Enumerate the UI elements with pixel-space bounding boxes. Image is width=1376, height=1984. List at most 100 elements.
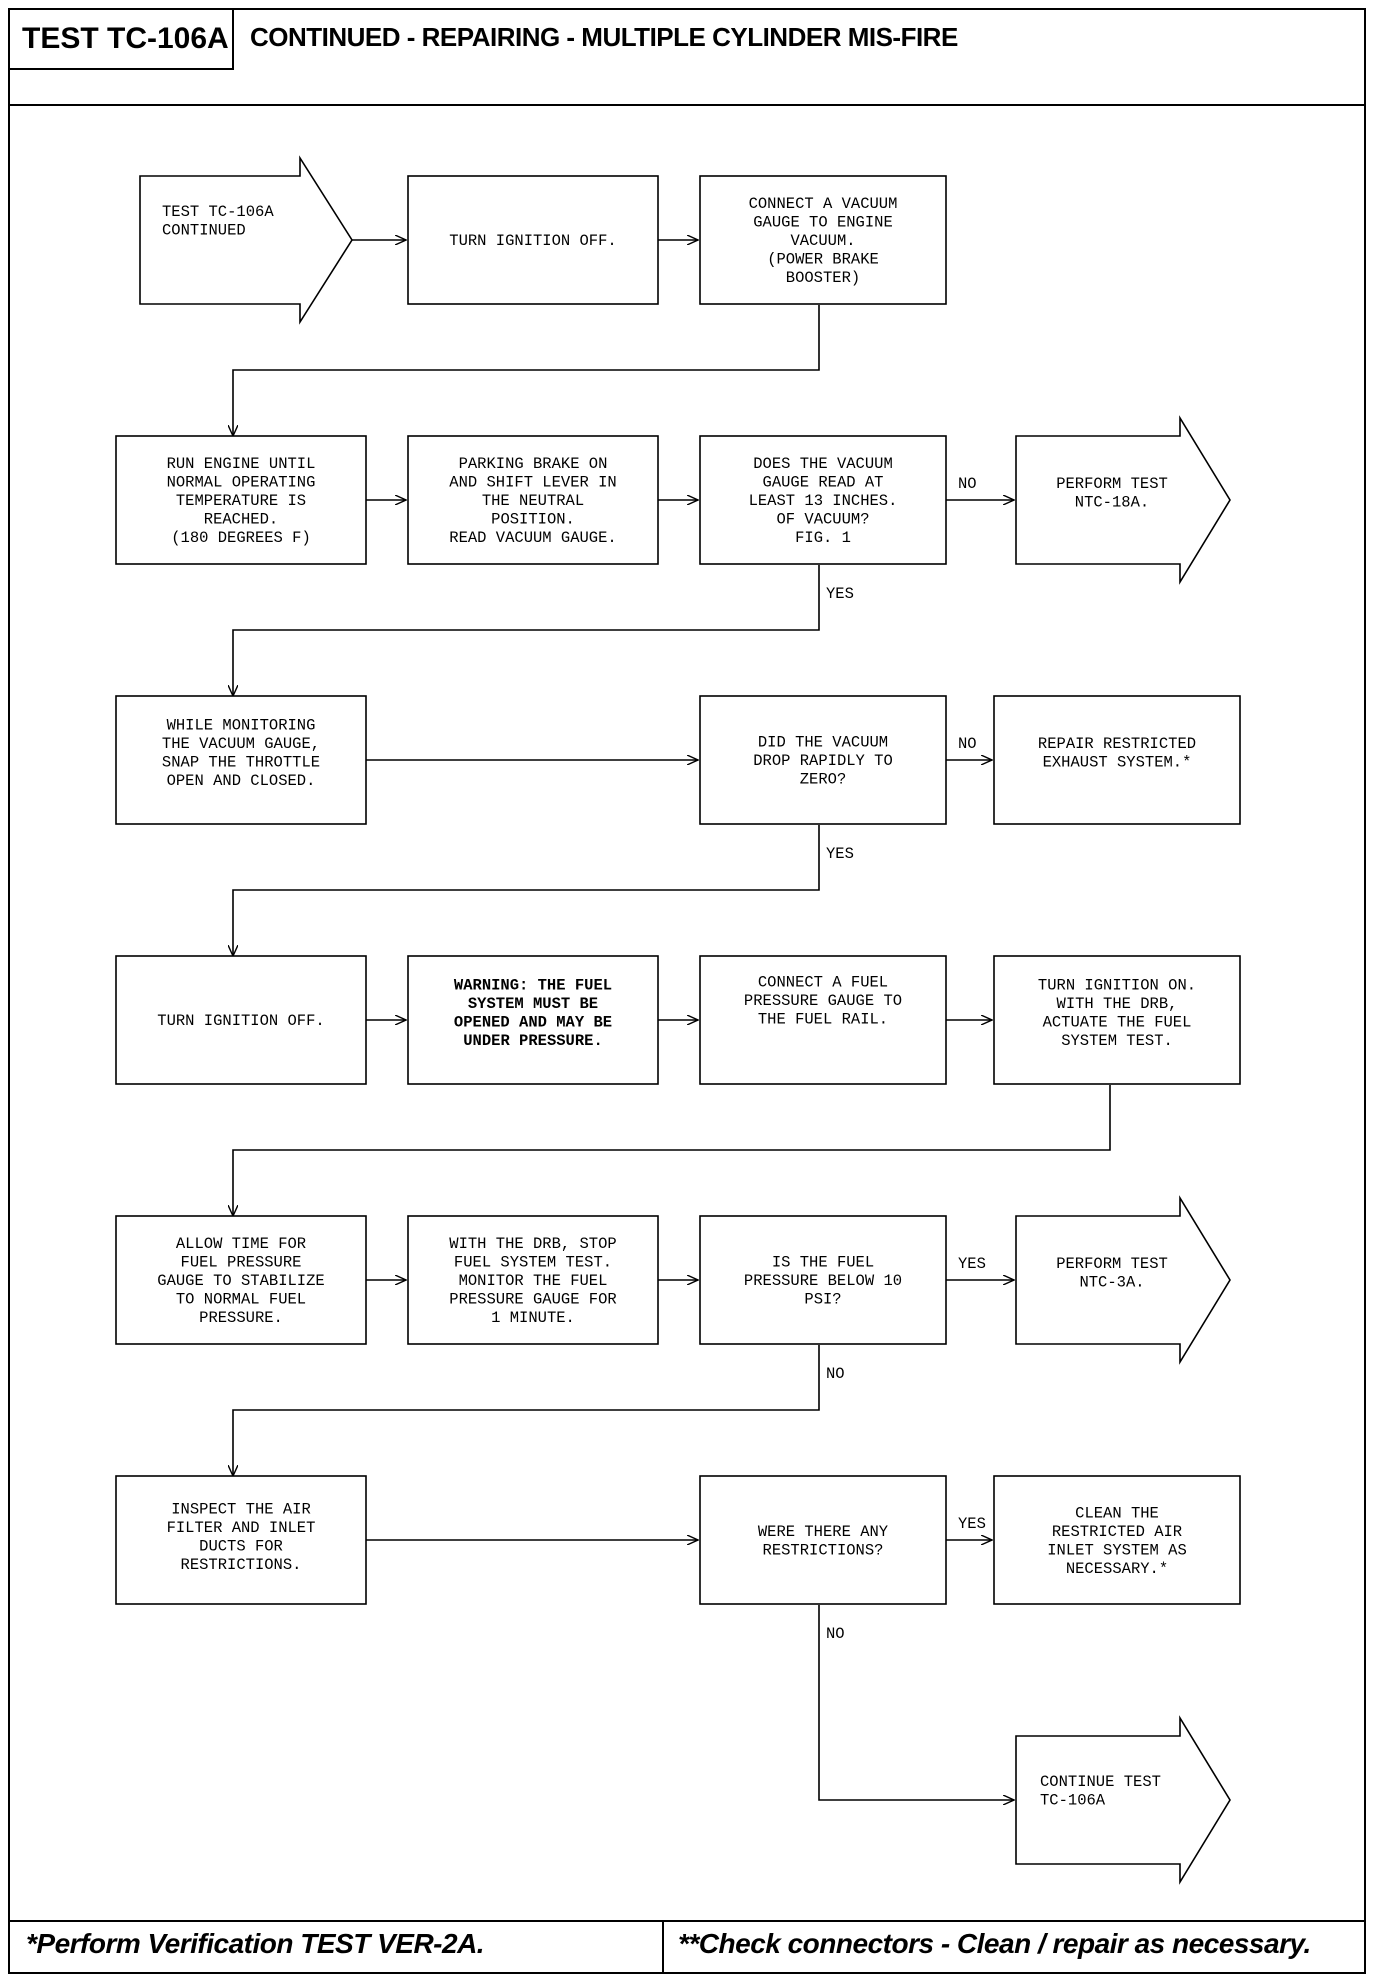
parking-line: POSITION. [491,511,575,529]
restrict-line: WERE THERE ANY [758,1523,889,1541]
ign-on-text: TURN IGNITION ON.WITH THE DRB,ACTUATE TH… [1038,976,1196,1050]
ignoff1-box [407,175,659,305]
label-no-vac13: NO [958,475,977,493]
vac-drop-box [699,695,947,825]
inspect-line: INSPECT THE AIR [171,1500,311,1518]
branch-labels: NO YES NO YES YES NO YES NO [826,475,986,1643]
vac-drop-line: ZERO? [800,771,847,789]
edge-restrict-continue [818,1605,1014,1800]
ignoff2-text: TURN IGNITION OFF. [157,1012,324,1030]
vac-connect-line: GAUGE TO ENGINE [753,214,893,232]
allow-time-line: ALLOW TIME FOR [176,1235,306,1253]
test-id-box: TEST TC-106A [8,8,234,70]
allow-time-line: PRESSURE. [199,1309,283,1327]
ignoff1-text: TURN IGNITION OFF. [449,232,616,250]
stop-test-line: MONITOR THE FUEL [459,1272,608,1290]
run-engine-line: TEMPERATURE IS [176,492,306,510]
label-yes-restrict: YES [958,1515,986,1533]
ign-on-box [993,955,1241,1085]
fuel-gauge-box [699,955,947,1085]
ntc18a-arrow [1015,415,1231,585]
restrict-line: RESTRICTIONS? [763,1541,884,1559]
ntc3a-line: NTC-3A. [1079,1273,1144,1291]
parking-line: READ VACUUM GAUGE. [449,529,616,547]
stop-test-line: WITH THE DRB, STOP [449,1235,616,1253]
restrict-box [699,1475,947,1605]
run-engine-line: (180 DEGREES F) [171,529,311,547]
footer-note-verification: *Perform Verification TEST VER-2A. [26,1928,485,1959]
header-divider [8,104,1366,106]
clean-line: INLET SYSTEM AS [1047,1541,1187,1559]
snap-box [115,695,367,825]
label-no-drop: NO [958,735,977,753]
edge-vac13-snap [233,565,820,696]
run-engine-line: NORMAL OPERATING [167,474,316,492]
vac-13-line: DOES THE VACUUM [753,455,893,473]
page-frame [8,8,1366,1974]
clean-line: NECESSARY.* [1066,1560,1168,1578]
allow-time-line: TO NORMAL FUEL [176,1291,306,1309]
ntc18a-line: NTC-18A. [1075,493,1149,511]
snap-line: SNAP THE THROTTLE [162,753,320,771]
continue-line: TC-106A [1040,1791,1106,1809]
run-engine-line: REACHED. [204,511,278,529]
footer-divider [8,1920,1366,1922]
warning-line: WARNING: THE FUEL [454,976,612,994]
continue-arrow [1015,1715,1231,1885]
edge-ignon-allow [233,1085,1111,1216]
ntc18a-line: PERFORM TEST [1056,475,1168,493]
ignoff2-box [115,955,367,1085]
node-shapes [115,155,1241,1885]
vac-connect-line: CONNECT A VACUUM [749,195,898,213]
connectors [233,240,1111,1800]
vac-13-line: LEAST 13 INCHES. [749,492,898,510]
vac-connect-line: VACUUM. [790,232,855,250]
label-no-restrict: NO [826,1625,845,1643]
page-title: CONTINUED - REPAIRING - MULTIPLE CYLINDE… [250,22,958,52]
warning-line: OPENED AND MAY BE [454,1013,612,1031]
label-yes-vac13: YES [826,585,854,603]
inspect-box [115,1475,367,1605]
stop-test-line: FUEL SYSTEM TEST. [454,1254,612,1272]
start-arrow [139,155,353,325]
ign-off-1-line: TURN IGNITION OFF. [449,232,616,250]
ign-on-line: SYSTEM TEST. [1061,1032,1173,1050]
clean-line: RESTRICTED AIR [1052,1523,1182,1541]
warning-line: UNDER PRESSURE. [463,1032,603,1050]
edge-vac-run [233,305,820,436]
below10-line: PSI? [804,1291,841,1309]
ign-on-line: WITH THE DRB, [1057,995,1178,1013]
snap-line: THE VACUUM GAUGE, [162,735,320,753]
inspect-line: DUCTS FOR [199,1537,283,1555]
warning-box [407,955,659,1085]
inspect-line: RESTRICTIONS. [181,1556,302,1574]
allow-time-line: FUEL PRESSURE [181,1254,302,1272]
vac-drop-line: DID THE VACUUM [758,734,888,752]
continue-line: CONTINUE TEST [1040,1773,1161,1791]
vac-13-line: OF VACUUM? [776,511,869,529]
allow-time-line: GAUGE TO STABILIZE [157,1272,324,1290]
clean-line: CLEAN THE [1075,1504,1159,1522]
snap-line: WHILE MONITORING [167,716,316,734]
edge-below10-inspect [233,1345,820,1476]
exhaust-line: REPAIR RESTRICTED [1038,735,1196,753]
vac-13-line: GAUGE READ AT [763,474,884,492]
parking-line: THE NEUTRAL [482,492,584,510]
